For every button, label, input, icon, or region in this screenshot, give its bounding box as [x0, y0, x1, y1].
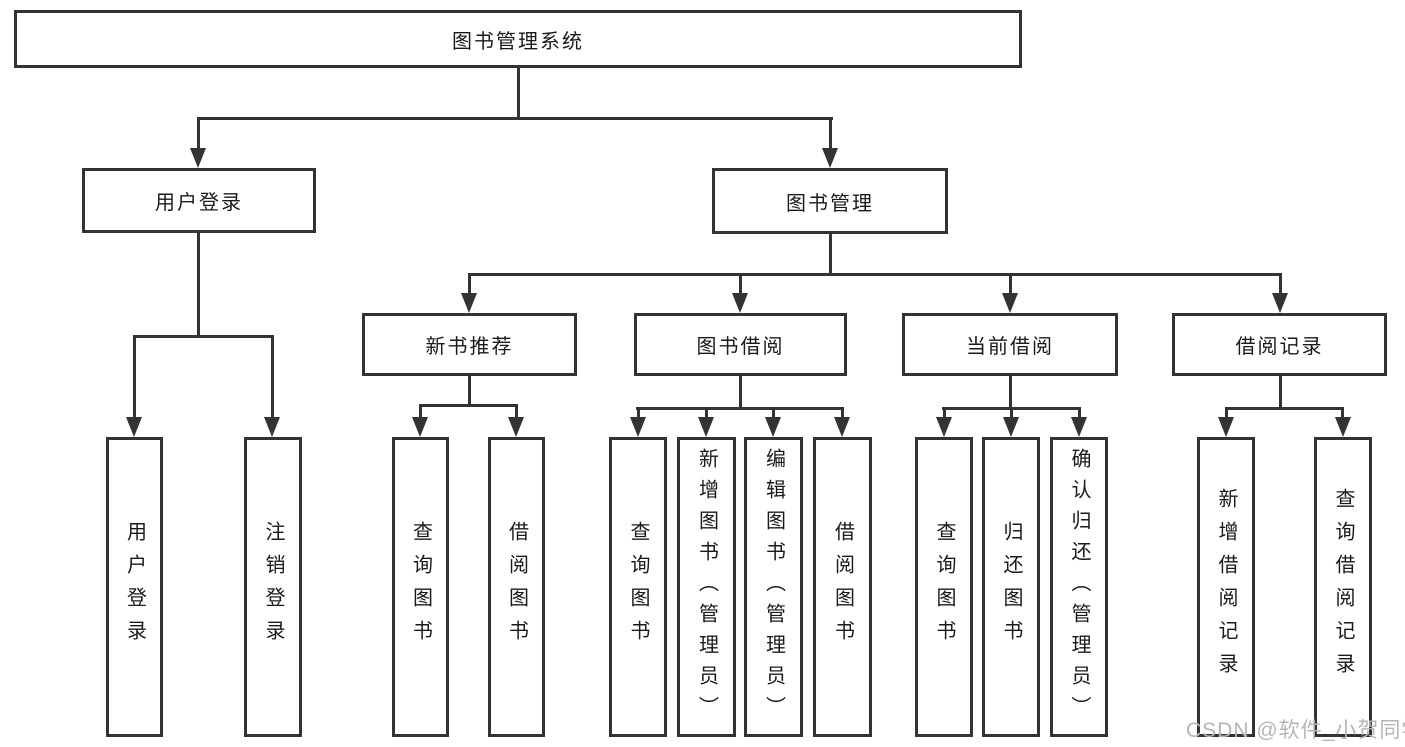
leaf-edit-books-admin-label: 编辑图书（管理员）	[762, 447, 785, 727]
leaf-query-borrow-record: 查询借阅记录	[1314, 437, 1372, 737]
leaf-query-books-current: 查询图书	[915, 437, 973, 737]
connector-leaf-user-login-drop	[133, 338, 136, 418]
connector-user-login-drop	[197, 120, 200, 150]
connector-root-stem	[517, 68, 520, 118]
connector-new-book-rail	[419, 404, 518, 407]
connector-borrow-records-drop	[1279, 276, 1282, 294]
node-book-management: 图书管理	[712, 168, 948, 234]
arrowhead-g2-leaf1	[412, 417, 428, 437]
leaf-confirm-return-admin: 确认归还（管理员）	[1050, 437, 1108, 737]
connector-level2-rail	[197, 117, 833, 120]
arrowhead-user-login	[190, 148, 206, 168]
arrowhead-book-management	[822, 148, 838, 168]
node-current-borrow-label: 当前借阅	[966, 336, 1054, 358]
connector-g2-leaf2-drop	[515, 407, 518, 419]
leaf-user-login-label: 用户登录	[123, 521, 146, 653]
arrowhead-g4-leaf3	[1071, 417, 1087, 437]
node-user-login-label: 用户登录	[155, 192, 243, 214]
node-root-label: 图书管理系统	[452, 30, 584, 53]
connector-book-management-drop	[829, 120, 832, 150]
leaf-query-books-borrow: 查询图书	[609, 437, 667, 737]
node-book-borrow-label: 图书借阅	[696, 336, 785, 358]
connector-new-book-drop	[468, 276, 471, 294]
leaf-query-books-recommend: 查询图书	[392, 437, 449, 737]
connector-leaf-logout-drop	[271, 338, 274, 418]
connector-user-login-rail	[133, 335, 274, 338]
connector-new-book-stem	[468, 376, 471, 406]
node-new-book-recommend: 新书推荐	[362, 313, 577, 376]
connector-g4-leaf3-drop	[1078, 407, 1081, 419]
leaf-logout-label: 注销登录	[262, 521, 284, 653]
arrowhead-g2-leaf2	[508, 417, 524, 437]
arrowhead-g3-leaf4	[834, 417, 850, 437]
arrowhead-new-book-recommend	[461, 293, 477, 313]
leaf-add-borrow-record-label: 新增借阅记录	[1215, 488, 1237, 686]
connector-current-borrow-drop	[1009, 276, 1012, 294]
arrowhead-g4-leaf1	[936, 417, 952, 437]
arrowhead-g4-leaf2	[1003, 417, 1019, 437]
arrowhead-g5-leaf2	[1335, 417, 1351, 437]
connector-book-management-stem	[829, 234, 832, 276]
connector-g4-leaf1-drop	[943, 407, 946, 419]
connector-book-borrow-drop	[739, 276, 742, 294]
leaf-confirm-return-admin-label: 确认归还（管理员）	[1068, 447, 1090, 727]
connector-g4-leaf2-drop	[1010, 407, 1013, 419]
connector-g3-leaf2-drop	[705, 407, 708, 419]
connector-book-borrow-stem	[739, 376, 742, 409]
leaf-borrow-books-label: 借阅图书	[831, 521, 854, 653]
leaf-add-books-admin: 新增图书（管理员）	[677, 437, 736, 737]
arrowhead-leaf-user-login	[126, 417, 142, 437]
connector-g3-leaf3-drop	[772, 407, 775, 419]
connector-g5-leaf1-drop	[1225, 407, 1228, 419]
connector-g2-leaf1-drop	[419, 407, 422, 419]
arrowhead-borrow-records	[1272, 293, 1288, 313]
connector-g5-leaf2-drop	[1341, 407, 1344, 419]
leaf-query-books-current-label: 查询图书	[933, 521, 955, 653]
leaf-borrow-books: 借阅图书	[813, 437, 872, 737]
leaf-return-books: 归还图书	[982, 437, 1040, 737]
leaf-user-login: 用户登录	[106, 437, 163, 737]
arrowhead-g5-leaf1	[1218, 417, 1234, 437]
arrowhead-leaf-logout	[264, 417, 280, 437]
leaf-edit-books-admin: 编辑图书（管理员）	[744, 437, 803, 737]
leaf-borrow-books-recommend-label: 借阅图书	[505, 521, 528, 653]
arrowhead-g3-leaf2	[698, 417, 714, 437]
leaf-query-books-borrow-label: 查询图书	[627, 521, 649, 653]
connector-user-login-stem	[197, 233, 200, 337]
watermark-text: CSDN @软件_小贺同学	[1186, 719, 1405, 742]
node-book-management-label: 图书管理	[786, 192, 874, 215]
connector-level3-rail	[468, 273, 1282, 276]
arrowhead-g3-leaf1	[630, 417, 646, 437]
leaf-return-books-label: 归还图书	[1000, 521, 1022, 653]
connector-g3-leaf4-drop	[841, 407, 844, 419]
node-borrow-records: 借阅记录	[1172, 313, 1387, 376]
arrowhead-book-borrow	[732, 293, 748, 313]
node-borrow-records-label: 借阅记录	[1235, 336, 1324, 358]
connector-book-borrow-rail	[636, 407, 844, 410]
arrowhead-current-borrow	[1002, 293, 1018, 313]
node-root: 图书管理系统	[14, 10, 1022, 68]
leaf-borrow-books-recommend: 借阅图书	[488, 437, 545, 737]
connector-g3-leaf1-drop	[637, 407, 640, 419]
leaf-logout: 注销登录	[244, 437, 302, 737]
arrowhead-g3-leaf3	[765, 417, 781, 437]
node-book-borrow: 图书借阅	[634, 313, 847, 376]
leaf-add-borrow-record: 新增借阅记录	[1197, 437, 1255, 737]
connector-borrow-records-rail	[1225, 407, 1344, 410]
node-current-borrow: 当前借阅	[902, 313, 1118, 376]
leaf-add-books-admin-label: 新增图书（管理员）	[695, 447, 718, 727]
connector-borrow-records-stem	[1279, 376, 1282, 409]
node-user-login: 用户登录	[82, 168, 316, 233]
connector-current-borrow-stem	[1009, 376, 1012, 409]
leaf-query-borrow-record-label: 查询借阅记录	[1332, 488, 1354, 686]
node-new-book-recommend-label: 新书推荐	[425, 336, 514, 358]
leaf-query-books-recommend-label: 查询图书	[409, 521, 432, 653]
